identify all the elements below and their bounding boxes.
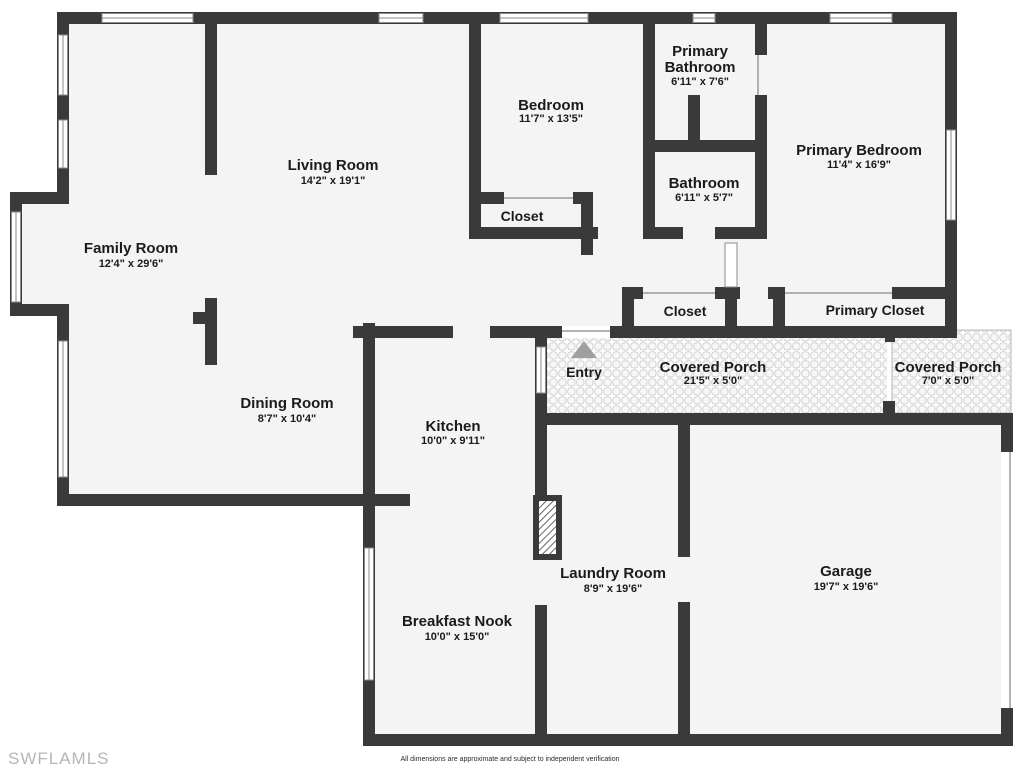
room-label-laundry-room: Laundry Room <box>560 565 666 582</box>
room-label-dining-room: Dining Room <box>240 395 333 412</box>
room-labels: Family Room 12'4" x 29'6" Living Room 14… <box>84 43 1001 643</box>
room-label-bedroom-closet: Closet <box>501 208 544 224</box>
fixtures <box>533 341 597 560</box>
window <box>58 34 68 96</box>
room-dims-bathroom: 6'11" x 5'7" <box>675 192 733 204</box>
room-label-primary-bedroom: Primary Bedroom <box>796 142 922 159</box>
room-label-primary-closet: Primary Closet <box>826 302 925 318</box>
room-dims-primary-bedroom: 11'4" x 16'9" <box>827 159 891 171</box>
room-label-breakfast-nook: Breakfast Nook <box>402 613 513 630</box>
room-dims-living-room: 14'2" x 19'1" <box>301 175 366 187</box>
room-label-primary-bathroom-line1: Primary <box>672 43 729 60</box>
entry-direction-icon <box>571 341 597 358</box>
window <box>364 547 374 681</box>
water-heater-hatch <box>533 495 562 560</box>
room-dims-laundry-room: 8'9" x 19'6" <box>584 583 642 595</box>
window <box>11 211 21 303</box>
room-label-bedroom: Bedroom <box>518 97 584 114</box>
room-dims-bedroom: 11'7" x 13'5" <box>519 113 583 125</box>
door-openings <box>504 55 1013 708</box>
room-label-family-room: Family Room <box>84 240 178 257</box>
window <box>101 13 194 23</box>
window <box>692 13 716 23</box>
room-label-covered-porch-side: Covered Porch <box>895 359 1002 376</box>
room-dims-primary-bathroom: 6'11" x 7'6" <box>671 76 729 88</box>
window <box>829 13 893 23</box>
room-label-entry: Entry <box>566 364 602 380</box>
disclaimer-text: All dimensions are approximate and subje… <box>400 756 619 763</box>
cased-opening <box>724 242 738 288</box>
covered-porch-main-floor <box>547 338 887 413</box>
windows <box>11 13 956 681</box>
room-dims-family-room: 12'4" x 29'6" <box>99 258 164 270</box>
room-dims-breakfast-nook: 10'0" x 15'0" <box>425 631 490 643</box>
window <box>499 13 589 23</box>
window <box>378 13 424 23</box>
room-dims-covered-porch-main: 21'5" x 5'0" <box>684 375 742 387</box>
room-label-living-room: Living Room <box>288 157 379 174</box>
room-dims-kitchen: 10'0" x 9'11" <box>421 435 485 447</box>
window <box>946 129 956 221</box>
floor-areas <box>10 12 1013 746</box>
porch-areas <box>547 329 1012 414</box>
room-label-garage: Garage <box>820 563 872 580</box>
mls-watermark: SWFLAMLS <box>8 749 110 767</box>
room-dims-garage: 19'7" x 19'6" <box>814 581 879 593</box>
room-label-hall-closet: Closet <box>664 303 707 319</box>
window <box>536 346 546 394</box>
window <box>58 340 68 478</box>
room-label-kitchen: Kitchen <box>425 418 480 435</box>
covered-porch-side-floor <box>891 329 1012 414</box>
room-label-primary-bathroom-line2: Bathroom <box>665 59 736 76</box>
room-label-bathroom: Bathroom <box>669 175 740 192</box>
room-dims-covered-porch-side: 7'0" x 5'0" <box>922 375 974 387</box>
window <box>58 119 68 169</box>
room-label-covered-porch-main: Covered Porch <box>660 359 767 376</box>
room-dims-dining-room: 8'7" x 10'4" <box>258 413 316 425</box>
